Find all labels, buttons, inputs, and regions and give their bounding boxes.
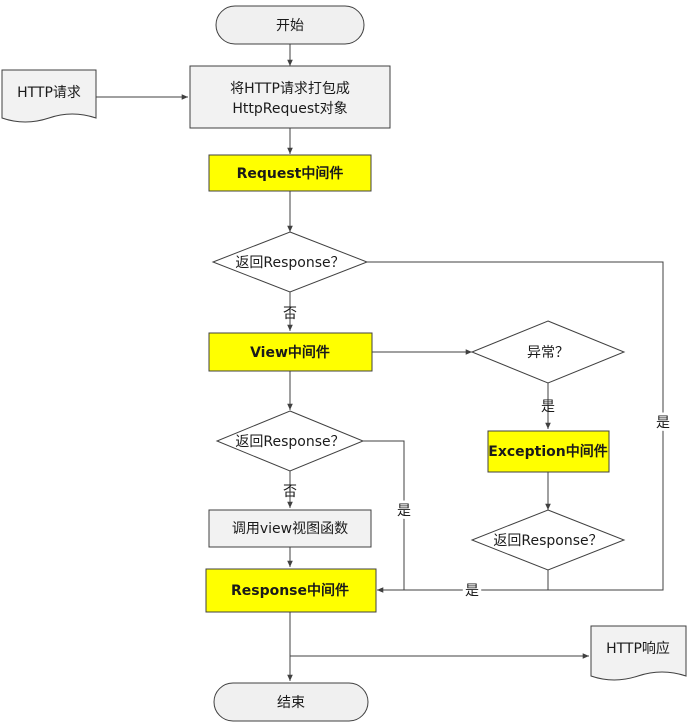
view-middleware-node: View中间件	[208, 332, 373, 372]
request-middleware-node: Request中间件	[208, 154, 372, 192]
view-middleware-label: View中间件	[250, 344, 330, 361]
decision3-label: 返回Response？	[235, 434, 344, 450]
exception-question-diamond	[470, 320, 626, 384]
edge-labels: 否 是 是 否 是 是	[283, 306, 673, 602]
pack-request-node: 将HTTP请求打包成 HttpRequest对象	[189, 65, 391, 129]
edge-label-yes-middle: 是	[397, 503, 411, 519]
request-middleware-shape	[208, 154, 372, 192]
end-label: 结束	[277, 695, 305, 711]
decision1-node: 返回Response？	[211, 231, 369, 293]
call-view-shape	[208, 509, 372, 548]
edge-decision3-yes	[363, 440, 405, 590]
edge-label-yes-right: 是	[656, 415, 670, 431]
edge-decision1-yes-right	[367, 261, 664, 591]
decision2-node: 返回Response？	[470, 509, 626, 571]
call-view-node: 调用view视图函数	[208, 509, 372, 548]
decision1-label: 返回Response？	[235, 255, 344, 271]
pack-request-label-line2: HttpRequest对象	[232, 101, 347, 117]
decision3-node: 返回Response？	[215, 410, 365, 472]
decision3-diamond	[215, 410, 365, 472]
request-middleware-label: Request中间件	[237, 165, 344, 182]
exception-middleware-shape	[487, 430, 610, 473]
view-middleware-shape	[208, 332, 373, 372]
edge-label-no-2: 否	[283, 484, 297, 500]
edge-label-yes-exception: 是	[541, 399, 555, 415]
response-middleware-label: Response中间件	[231, 582, 349, 599]
response-middleware-node: Response中间件	[205, 568, 377, 613]
edge-label-yes-bottom: 是	[465, 583, 479, 599]
exception-question-label: 异常？	[527, 345, 569, 361]
http-response-document-shape	[590, 625, 687, 681]
decision1-diamond	[211, 231, 369, 293]
response-middleware-shape	[205, 568, 377, 613]
end-node: 结束	[213, 682, 369, 722]
end-terminal-shape	[213, 682, 369, 722]
http-request-document-shape	[1, 69, 97, 123]
edges	[96, 44, 664, 681]
decision2-label: 返回Response？	[493, 533, 602, 549]
start-node: 开始	[215, 5, 365, 45]
http-response-node: HTTP响应	[590, 625, 687, 681]
decision2-diamond	[470, 509, 626, 571]
exception-middleware-label: Exception中间件	[488, 443, 608, 460]
pack-request-label-line1: 将HTTP请求打包成	[230, 80, 350, 97]
exception-question-node: 异常？	[470, 320, 626, 384]
start-label: 开始	[276, 18, 304, 34]
edge-label-no-1: 否	[283, 306, 297, 322]
call-view-label: 调用view视图函数	[232, 521, 348, 537]
http-request-label: HTTP请求	[17, 85, 81, 101]
http-response-label: HTTP响应	[606, 640, 670, 657]
exception-middleware-node: Exception中间件	[487, 430, 610, 473]
pack-request-shape	[189, 65, 391, 129]
start-terminal-shape	[215, 5, 365, 45]
http-request-node: HTTP请求	[1, 69, 97, 123]
